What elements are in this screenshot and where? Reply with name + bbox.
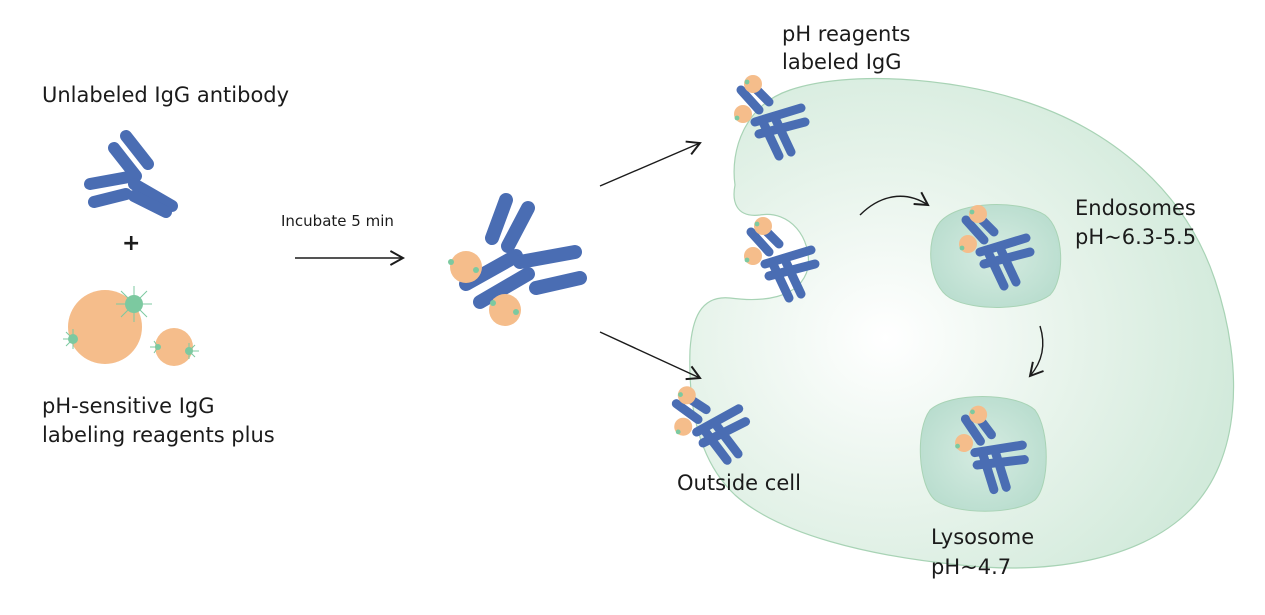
unlabeled-antibody-icon	[84, 130, 178, 218]
labeled-antibody-icon	[448, 193, 587, 326]
reagents-label-line2: labeling reagents plus	[42, 423, 275, 447]
arrow-to-endosome	[859, 191, 930, 216]
cell-body	[689, 77, 1235, 569]
arrow-to-lysosome	[1028, 325, 1044, 378]
endosomes-label-line2: pH~6.3-5.5	[1075, 225, 1197, 249]
labeled-igg-label-line2: labeled IgG	[782, 50, 902, 74]
labeled-igg-label-line1: pH reagents	[782, 22, 911, 46]
unlabeled-igg-label: Unlabeled IgG antibody	[42, 83, 290, 107]
lysosome-label-line2: pH~4.7	[931, 555, 1012, 579]
incubate-label: Incubate 5 min	[281, 212, 394, 230]
reagent-blobs-icon	[63, 286, 199, 366]
arrow-to-outside	[599, 331, 702, 381]
arrow-to-surface	[599, 140, 702, 187]
lysosome-label-line1: Lysosome	[931, 525, 1035, 549]
plus-sign: +	[122, 231, 141, 256]
endosomes-label-line1: Endosomes	[1075, 196, 1196, 220]
outside-cell-label: Outside cell	[677, 471, 801, 495]
endosome-vesicle	[930, 204, 1062, 308]
reagents-label-line1: pH-sensitive IgG	[42, 394, 215, 418]
